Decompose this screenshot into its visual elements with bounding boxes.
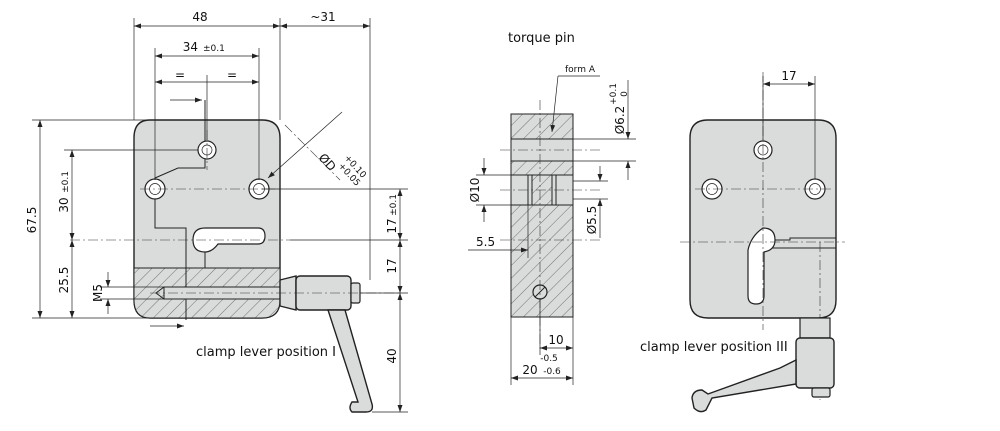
right-slot — [747, 227, 776, 305]
right-view: 17 clamp lever position III — [640, 69, 845, 413]
torque-pin-view: torque pin form A Ø6.2 +0.1 0 Ø — [468, 31, 636, 385]
dim-eq-left: = — [175, 68, 185, 82]
dim-25-5: 25.5 — [57, 267, 71, 294]
lever-arm — [327, 309, 374, 413]
dim-eq-right: = — [227, 68, 237, 82]
form-a-label: form A — [565, 65, 596, 75]
dim-40: 40 — [385, 348, 399, 363]
lever-head — [279, 275, 297, 311]
left-slot — [192, 227, 266, 253]
dim-bore-d: ØD — [316, 151, 339, 174]
dim-17-lower: 17 — [385, 258, 399, 273]
caption-lever-position-3: clamp lever position III — [640, 340, 788, 355]
dim-d6-2-tol-up: +0.1 — [609, 83, 619, 105]
dim-31: ~31 — [310, 10, 335, 24]
dim-67-5: 67.5 — [25, 207, 39, 234]
dim-30: 30 — [57, 197, 71, 212]
dim-d6-2: Ø6.2 — [613, 106, 627, 135]
dim-m5: M5 — [91, 284, 105, 302]
torque-pin-title: torque pin — [508, 31, 575, 46]
dim-48: 48 — [192, 10, 207, 24]
dim-w20: 20 — [522, 363, 537, 377]
dim-d5-5: Ø5.5 — [585, 206, 599, 235]
dim-17-upper-tol: ±0.1 — [389, 194, 399, 216]
left-view: 48 ~31 34 ±0.1 = = 67.5 30 ±0.1 25.5 M5 … — [25, 10, 408, 413]
dim-len-5-5: 5.5 — [476, 235, 495, 249]
right-lever-head — [799, 317, 831, 339]
caption-lever-position-1: clamp lever position I — [196, 345, 336, 360]
dim-34-tol: ±0.1 — [203, 44, 225, 54]
dim-d10: Ø10 — [468, 178, 482, 203]
dim-w20-tol: -0.6 — [543, 367, 561, 377]
dim-17-upper: 17 — [385, 218, 399, 233]
dim-right-17: 17 — [781, 69, 796, 83]
dim-d6-2-tol-low: 0 — [620, 91, 630, 97]
dim-30-tol: ±0.1 — [61, 171, 71, 193]
dim-w10: 10 — [548, 333, 563, 347]
dim-w10-tol: -0.5 — [540, 354, 558, 364]
dim-34: 34 — [183, 40, 198, 54]
right-lever-arm — [691, 358, 797, 413]
